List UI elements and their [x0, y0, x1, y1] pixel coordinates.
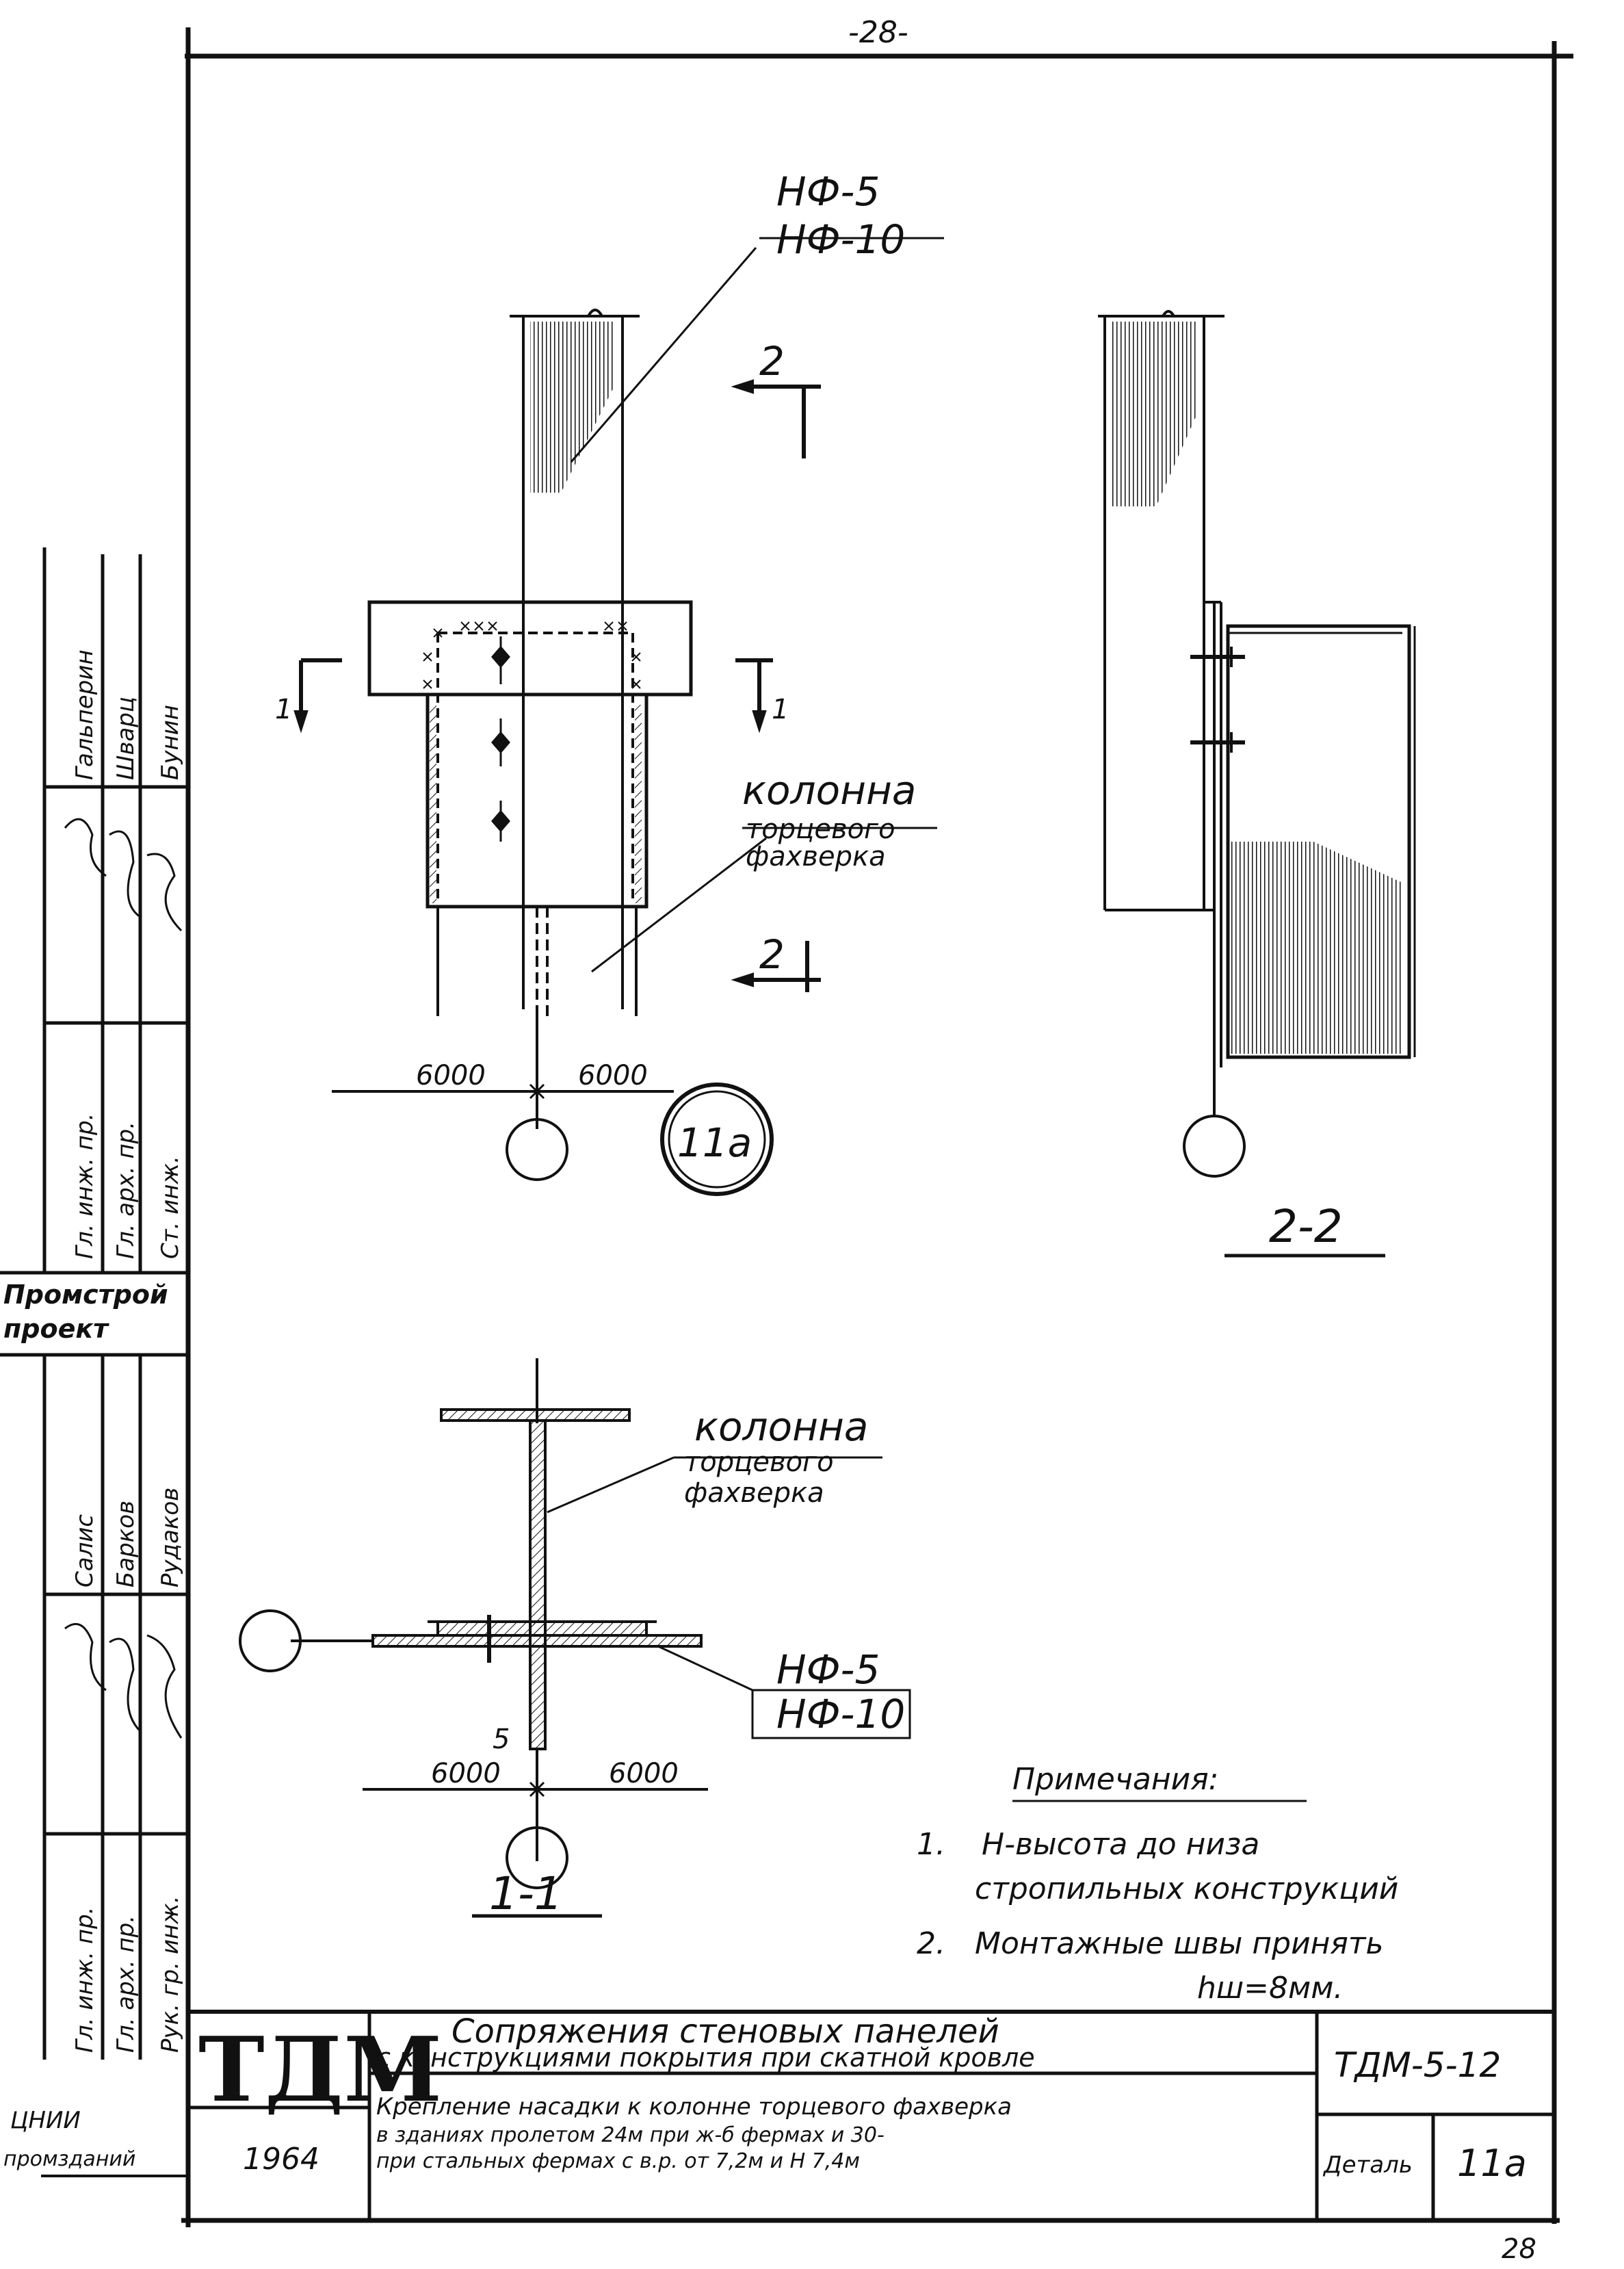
column-label-top: колонна торцевого фахверка: [742, 767, 916, 872]
svg-text:Ст. инж.: Ст. инж.: [157, 1156, 184, 1259]
note-1-line-1: Н-высота до низа: [982, 1827, 1259, 1862]
side-stamp-grid: [0, 547, 188, 2060]
side-stamp-upper-names: Гальперин Шварц Бунин: [71, 649, 184, 780]
svg-text:Гальперин: Гальперин: [71, 649, 99, 780]
title-block: [41, 2012, 1554, 2220]
svg-text:Барков: Барков: [112, 1501, 140, 1587]
svg-text:Гл. инж. пр.: Гл. инж. пр.: [71, 1907, 99, 2053]
bottom-grade-1: НФ-5: [776, 1646, 880, 1693]
weld-size: 5: [493, 1724, 510, 1755]
column-label-bottom: колонна торцевого фахверка: [684, 1403, 868, 1509]
svg-text:колонна: колонна: [742, 767, 916, 814]
detail-mark: 11а: [677, 1119, 752, 1166]
cut-2-top-label: 2: [759, 338, 785, 385]
page-number-top: -28-: [848, 15, 908, 50]
section-2-2-view: [1098, 310, 1416, 1258]
dim-left-top: 6000: [416, 1060, 486, 1091]
section-title-1-1: 1-1: [489, 1867, 563, 1920]
org-line-1: ЦНИИ: [10, 2107, 81, 2134]
frame: [181, 27, 1573, 2227]
svg-text:Рудаков: Рудаков: [157, 1488, 184, 1587]
svg-text:Рук. гр. инж.: Рук. гр. инж.: [157, 1895, 184, 2053]
svg-text:фахверка: фахверка: [684, 1477, 824, 1509]
dim-right-bottom: 6000: [609, 1758, 679, 1789]
side-org-line-1: Промстрой: [3, 1280, 168, 1310]
svg-text:Гл. инж. пр.: Гл. инж. пр.: [71, 1113, 99, 1259]
svg-text:торцевого: торцевого: [746, 814, 895, 845]
bolt-marks: [491, 636, 510, 842]
notes: Примечания: 1. Н-высота до низа стропиль…: [917, 1762, 1398, 2006]
elevation-view: [293, 237, 944, 1196]
side-stamp-lower-names: Салис Барков Рудаков: [71, 1488, 184, 1587]
bottom-grade-2: НФ-10: [776, 1691, 905, 1737]
note-1-line-2: стропильных конструкций: [975, 1871, 1398, 1906]
cut-2-bottom-label: 2: [759, 931, 785, 978]
tdm-logo: ТДМ: [198, 2017, 442, 2122]
svg-text:Гл. арх. пр.: Гл. арх. пр.: [112, 1121, 140, 1259]
side-org-line-2: проект: [3, 1314, 109, 1344]
title-line-2: с конструкциями покрытия при скатной кро…: [376, 2043, 1035, 2073]
drawing-code: ТДМ-5-12: [1334, 2045, 1501, 2085]
svg-text:фахверка: фахверка: [746, 841, 886, 872]
notes-heading: Примечания:: [1012, 1762, 1219, 1797]
note-1-number: 1.: [917, 1827, 945, 1862]
title-year: 1964: [243, 2142, 319, 2177]
note-2-number: 2.: [917, 1926, 945, 1961]
subtitle-line-1: Крепление насадки к колонне торцевого фа…: [376, 2093, 1012, 2121]
title-line-1: Сопряжения стеновых панелей: [451, 2012, 999, 2051]
page-number-bottom: 28: [1502, 2233, 1536, 2265]
svg-text:Гл. арх. пр.: Гл. арх. пр.: [112, 1915, 140, 2053]
svg-text:колонна: колонна: [694, 1403, 868, 1450]
dim-left-bottom: 6000: [431, 1758, 501, 1789]
subtitle-line-3: при стальных фермах с в.р. от 7,2м и Н 7…: [376, 2149, 860, 2173]
note-2-line-1: Монтажные швы принять: [975, 1926, 1383, 1961]
svg-text:Бунин: Бунин: [157, 705, 184, 780]
side-stamp-lower-roles: Гл. инж. пр. Гл. арх. пр. Рук. гр. инж.: [71, 1895, 184, 2053]
svg-text:Шварц: Шварц: [112, 697, 140, 780]
subtitle-line-2: в зданиях пролетом 24м при ж-б фермах и …: [376, 2123, 885, 2147]
weld-marks: [423, 621, 641, 689]
cut-1-left-label: 1: [275, 694, 292, 725]
side-stamp-upper-roles: Гл. инж. пр. Гл. арх. пр. Ст. инж.: [71, 1113, 184, 1259]
dim-right-top: 6000: [578, 1060, 648, 1091]
top-grade-1: НФ-5: [776, 168, 880, 215]
detail-value: 11а: [1457, 2142, 1527, 2185]
cut-1-right-label: 1: [772, 694, 789, 725]
top-grade-2: НФ-10: [776, 216, 905, 263]
section-title-2-2: 2-2: [1269, 1200, 1343, 1253]
svg-text:Салис: Салис: [71, 1514, 99, 1587]
detail-label: Деталь: [1322, 2151, 1413, 2179]
section-1-1-view: [239, 1358, 911, 1918]
note-2-line-2: hш=8мм.: [1197, 1971, 1343, 2006]
org-line-2: промзданий: [3, 2147, 135, 2171]
svg-text:торцевого: торцевого: [684, 1447, 834, 1478]
